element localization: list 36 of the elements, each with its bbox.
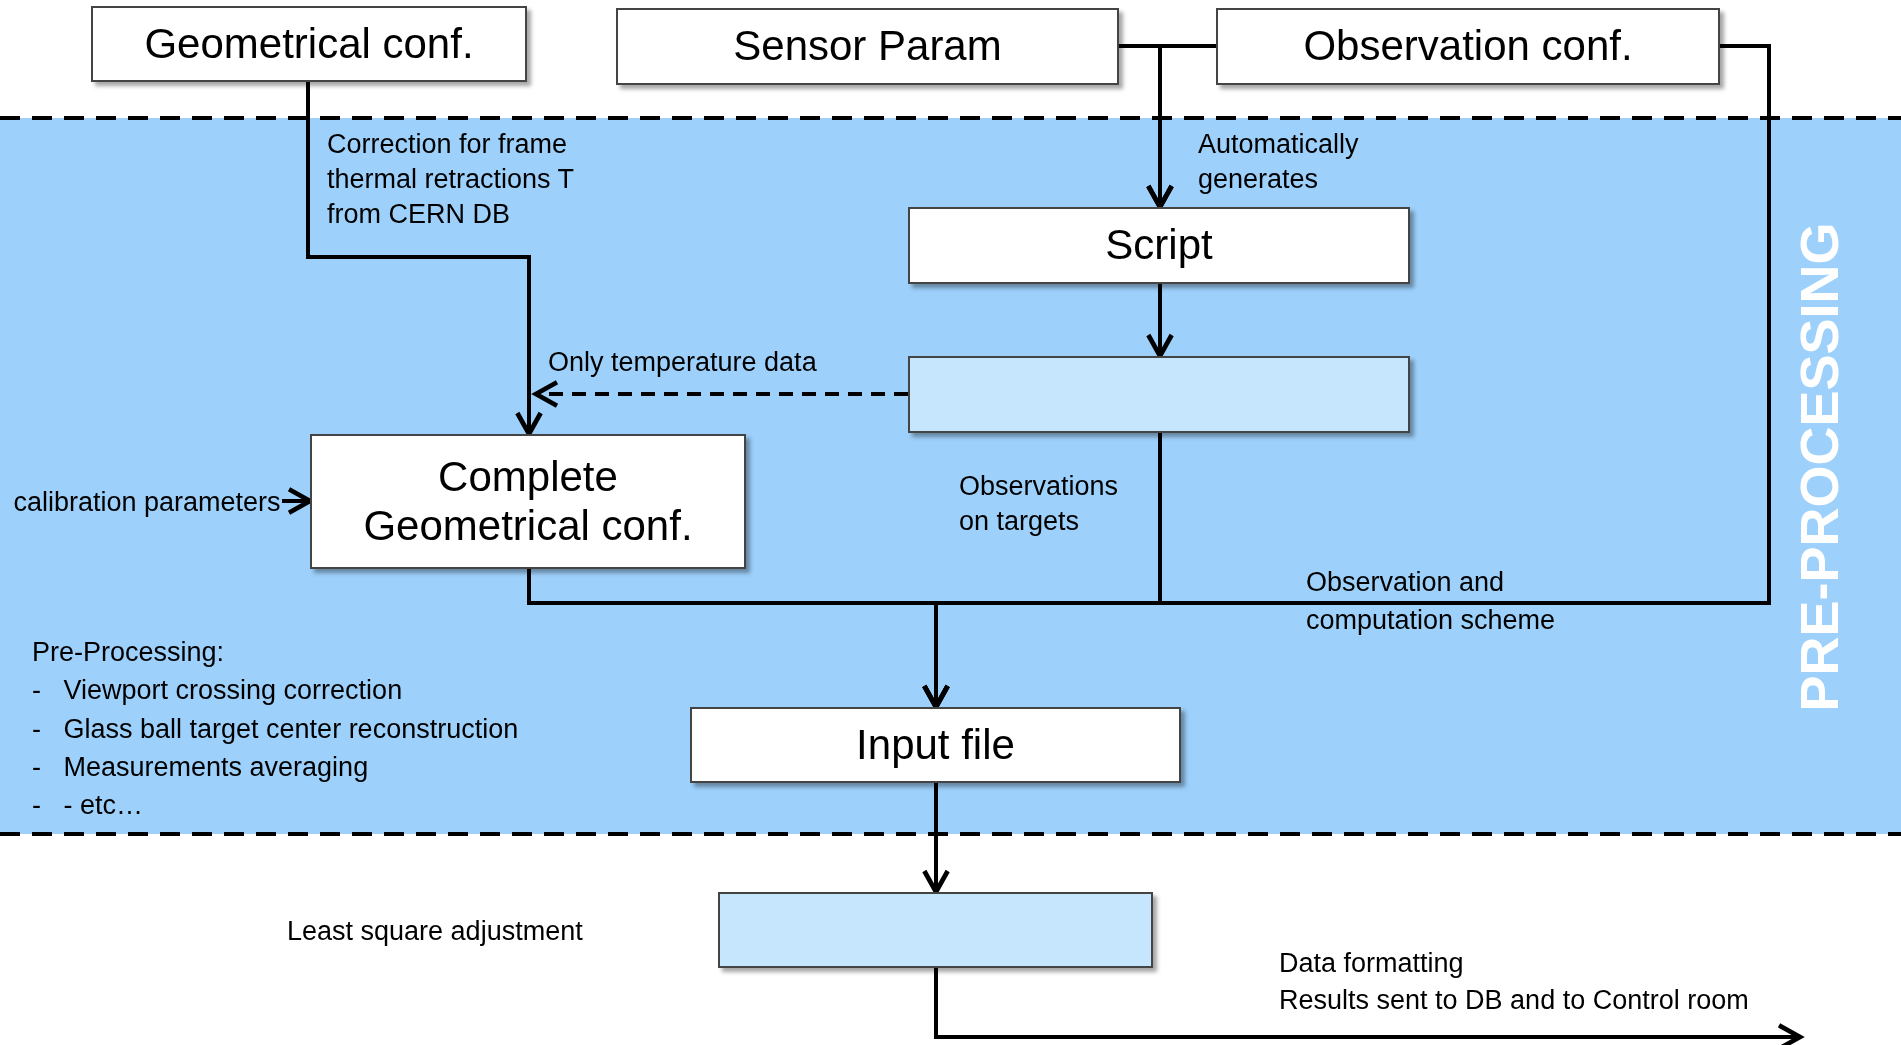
process-box [908,356,1410,433]
list-item: - Viewport crossing correction [32,674,403,707]
list-item: - - etc… [32,789,143,822]
note: Least square adjustment [287,915,583,948]
node-label: Geometrical conf. [144,19,474,69]
edge-label: Correction for frame thermal retractions T from CERN DB [327,128,575,232]
arrow [1146,284,1174,359]
edge-label: Only temperature data [548,346,818,379]
dashed-arrow [533,380,908,408]
arrow [306,82,543,437]
process-box [908,207,1410,284]
arrow [934,968,1803,1045]
edge-label: Automatically generates [1198,128,1360,197]
arrow [922,783,950,895]
node-label: Complete Geometrical conf. [362,453,694,550]
note: Results sent to DB and to Control room [1279,984,1749,1017]
edge-label: Observations on targets [959,470,1120,539]
note-heading: Pre-Processing: [32,636,225,669]
process-box [690,707,1181,783]
process-box [616,8,1119,85]
process-box [1216,8,1720,85]
edge-label: Observation and computation scheme [1306,566,1557,637]
input-label: calibration parameters [13,486,281,520]
node-label: Sensor Param [733,22,1002,71]
process-box [91,6,527,82]
section-title: PRE-PROCESSING [1792,222,1846,712]
note: Data formatting [1279,947,1464,980]
process-box [718,892,1153,968]
list-item: - Glass ball target center reconstruction [32,713,519,746]
node-label: Input file [856,720,1015,770]
list-item: - Measurements averaging [32,751,369,784]
arrow [1146,44,1216,210]
process-box [310,434,746,569]
node-label: Script [1105,221,1213,270]
arrow [922,44,1771,710]
node-label: Observation conf. [1303,22,1633,71]
